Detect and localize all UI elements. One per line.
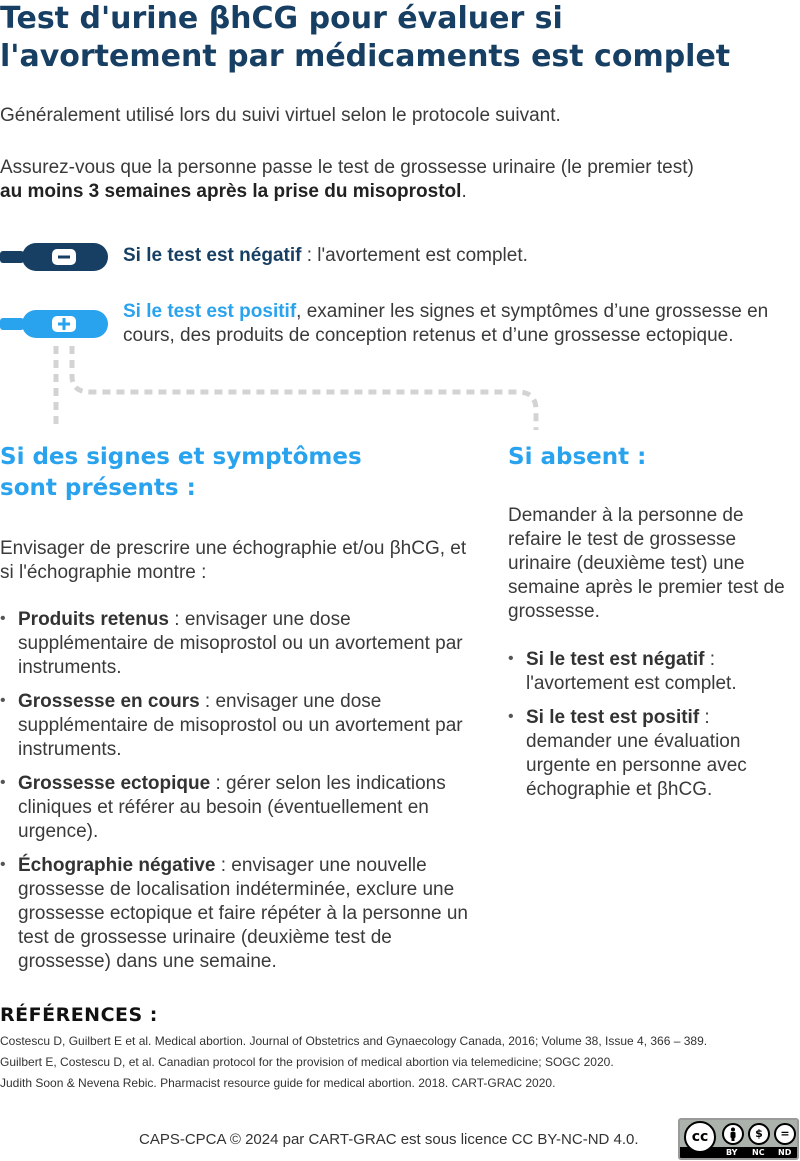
list-item-bold: Grossesse ectopique	[18, 773, 211, 794]
minus-icon	[58, 255, 70, 259]
list-item-text: : demander une évaluation urgente en per…	[526, 707, 747, 800]
positive-test-text: Si le test est positif, examiner les sig…	[123, 300, 800, 348]
nc-label: NC	[752, 1148, 765, 1157]
list-item: Grossesse en cours : envisager une dose …	[0, 689, 482, 762]
cc-icon: cc	[684, 1121, 716, 1153]
list-item: Si le test est positif : demander une év…	[508, 705, 798, 802]
nd-label: ND	[778, 1148, 792, 1157]
reference-item: Judith Soon & Nevena Rebic. Pharmacist r…	[0, 1076, 556, 1090]
right-column-intro: Demander à la personne de refaire le tes…	[508, 505, 785, 622]
nc-dollar-icon: $	[748, 1123, 770, 1145]
right-column-heading: Si absent :	[508, 444, 647, 470]
list-item-bold: Grossesse en cours	[18, 691, 200, 712]
intro-line-2: Assurez-vous que la personne passe le te…	[0, 157, 694, 178]
negative-test-strong: Si le test est négatif	[123, 245, 302, 266]
reference-item: Costescu D, Guilbert E et al. Medical ab…	[0, 1034, 708, 1048]
list-item-text: : envisager une nouvelle grossesse de lo…	[18, 855, 468, 972]
dotted-connector	[53, 346, 539, 430]
title-line-1: Test d'urine βhCG pour évaluer si	[0, 1, 563, 36]
list-item: Si le test est négatif : l'avortement es…	[508, 647, 798, 696]
license-text: CAPS-CPCA © 2024 par CART-GRAC est sous …	[139, 1131, 639, 1148]
references-heading: RÉFÉRENCES :	[0, 1004, 158, 1026]
intro-line-1: Généralement utilisé lors du suivi virtu…	[0, 105, 561, 126]
list-item-text: : gérer selon les indications cliniques …	[18, 773, 446, 842]
intro-end: .	[461, 181, 467, 202]
intro-paragraph: Assurez-vous que la personne passe le te…	[0, 156, 800, 204]
title-line-2: l'avortement par médicaments est complet	[0, 39, 731, 74]
negative-test-rest: : l'avortement est complet.	[301, 245, 528, 266]
intro-bold: au moins 3 semaines après la prise du mi…	[0, 181, 462, 202]
list-item: Produits retenus : envisager une dose su…	[0, 607, 482, 680]
list-item: Échographie négative : envisager une nou…	[0, 853, 482, 974]
list-item-text: : envisager une dose supplémentaire de m…	[18, 691, 463, 760]
left-column-intro: Envisager de prescrire une échographie e…	[0, 538, 467, 583]
page-title: Test d'urine βhCG pour évaluer si l'avor…	[0, 0, 800, 76]
left-heading-line-1: Si des signes et symptômes	[0, 444, 362, 470]
reference-item: Guilbert E, Costescu D, et al. Canadian …	[0, 1055, 614, 1069]
cc-license-badge[interactable]: cc $ = BY NC ND	[678, 1118, 799, 1160]
positive-test-strong: Si le test est positif	[123, 301, 297, 322]
list-item-bold: Produits retenus	[18, 609, 169, 630]
references-list: Costescu D, Guilbert E et al. Medical ab…	[0, 1031, 800, 1094]
left-heading-line-2: sont présents :	[0, 475, 196, 501]
plus-icon	[62, 318, 66, 330]
list-item-bold: Si le test est négatif	[526, 649, 705, 670]
nd-equals-icon: =	[774, 1123, 796, 1145]
left-column-heading: Si des signes et symptômes sont présents…	[0, 442, 480, 504]
positive-test-strip-icon	[0, 310, 108, 338]
left-column-list: Produits retenus : envisager une dose su…	[0, 607, 482, 984]
list-item-text: : l'avortement est complet.	[526, 649, 737, 694]
list-item-text: : envisager une dose supplémentaire de m…	[18, 609, 463, 678]
list-item-bold: Échographie négative	[18, 855, 216, 876]
right-column-list: Si le test est négatif : l'avortement es…	[508, 647, 798, 812]
list-item-bold: Si le test est positif	[526, 707, 700, 728]
negative-test-text: Si le test est négatif : l'avortement es…	[123, 244, 793, 268]
list-item: Grossesse ectopique : gérer selon les in…	[0, 771, 482, 844]
positive-test-rest: , examiner les signes et symptômes d’une…	[123, 301, 769, 346]
negative-test-strip-icon	[0, 243, 108, 271]
by-label: BY	[726, 1148, 738, 1157]
by-person-icon	[722, 1123, 744, 1145]
